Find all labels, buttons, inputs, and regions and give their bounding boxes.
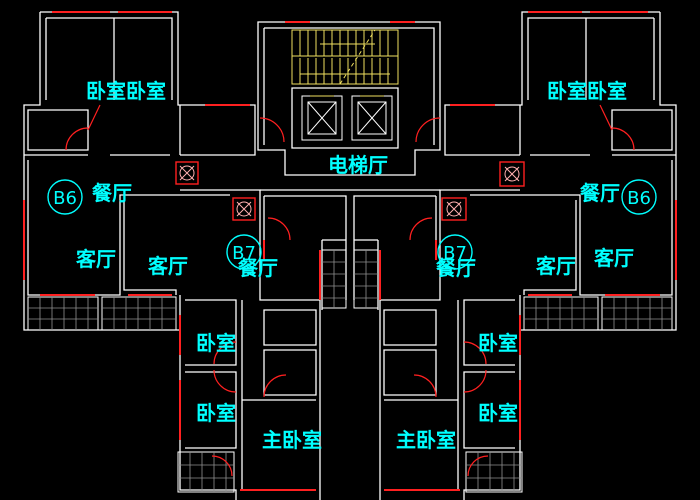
unit-tag-left: B6 (53, 188, 77, 209)
room-label-bedroom-right-2: 卧室 (478, 401, 518, 425)
unit-tag-circle-right (621, 179, 657, 215)
room-label-elevator-hall: 电梯厅 (328, 153, 388, 177)
room-label-living-right-inner: 客厅 (535, 254, 576, 278)
unit-tag-center-right: B7 (443, 243, 467, 264)
room-label-dining-center-left: 餐厅 (238, 256, 278, 280)
windows-doors (23, 11, 677, 491)
room-label-master-bedroom-right: 主卧室 (396, 428, 456, 452)
unit-tags: B6 B6 B7 B7 (47, 179, 657, 270)
room-label-living-left-inner: 客厅 (147, 254, 188, 278)
room-label-bedroom-left-2: 卧室 (196, 401, 236, 425)
unit-tag-circle-left (47, 179, 83, 215)
balcony-grids (27, 249, 673, 493)
stairwell (291, 29, 399, 85)
unit-tag-circle-center-left (226, 234, 262, 270)
room-label-bedroom-right-1: 卧室 (478, 331, 518, 355)
elevator-shafts (301, 95, 393, 141)
unit-tag-right: B6 (627, 188, 651, 209)
room-label-dining-left-outer: 餐厅 (92, 181, 132, 205)
room-labels: 卧室卧室 卧室卧室 电梯厅 餐厅 餐厅 客厅 客厅 客厅 客厅 餐厅 餐厅 卧室… (75, 79, 634, 452)
unit-tag-circle-center-right (437, 234, 473, 270)
room-label-living-right-outer: 客厅 (593, 246, 634, 270)
room-label-bedroom-left-1: 卧室 (196, 331, 236, 355)
room-label-bedroom-top-left: 卧室卧室 (86, 79, 166, 103)
unit-tag-center-left: B7 (232, 243, 256, 264)
room-label-dining-center-right: 餐厅 (436, 256, 476, 280)
room-label-living-left-outer: 客厅 (75, 247, 116, 271)
room-label-master-bedroom-left: 主卧室 (262, 428, 322, 452)
room-label-dining-right-outer: 餐厅 (580, 181, 620, 205)
room-label-bedroom-top-right: 卧室卧室 (547, 79, 627, 103)
duct-symbols (175, 161, 525, 221)
